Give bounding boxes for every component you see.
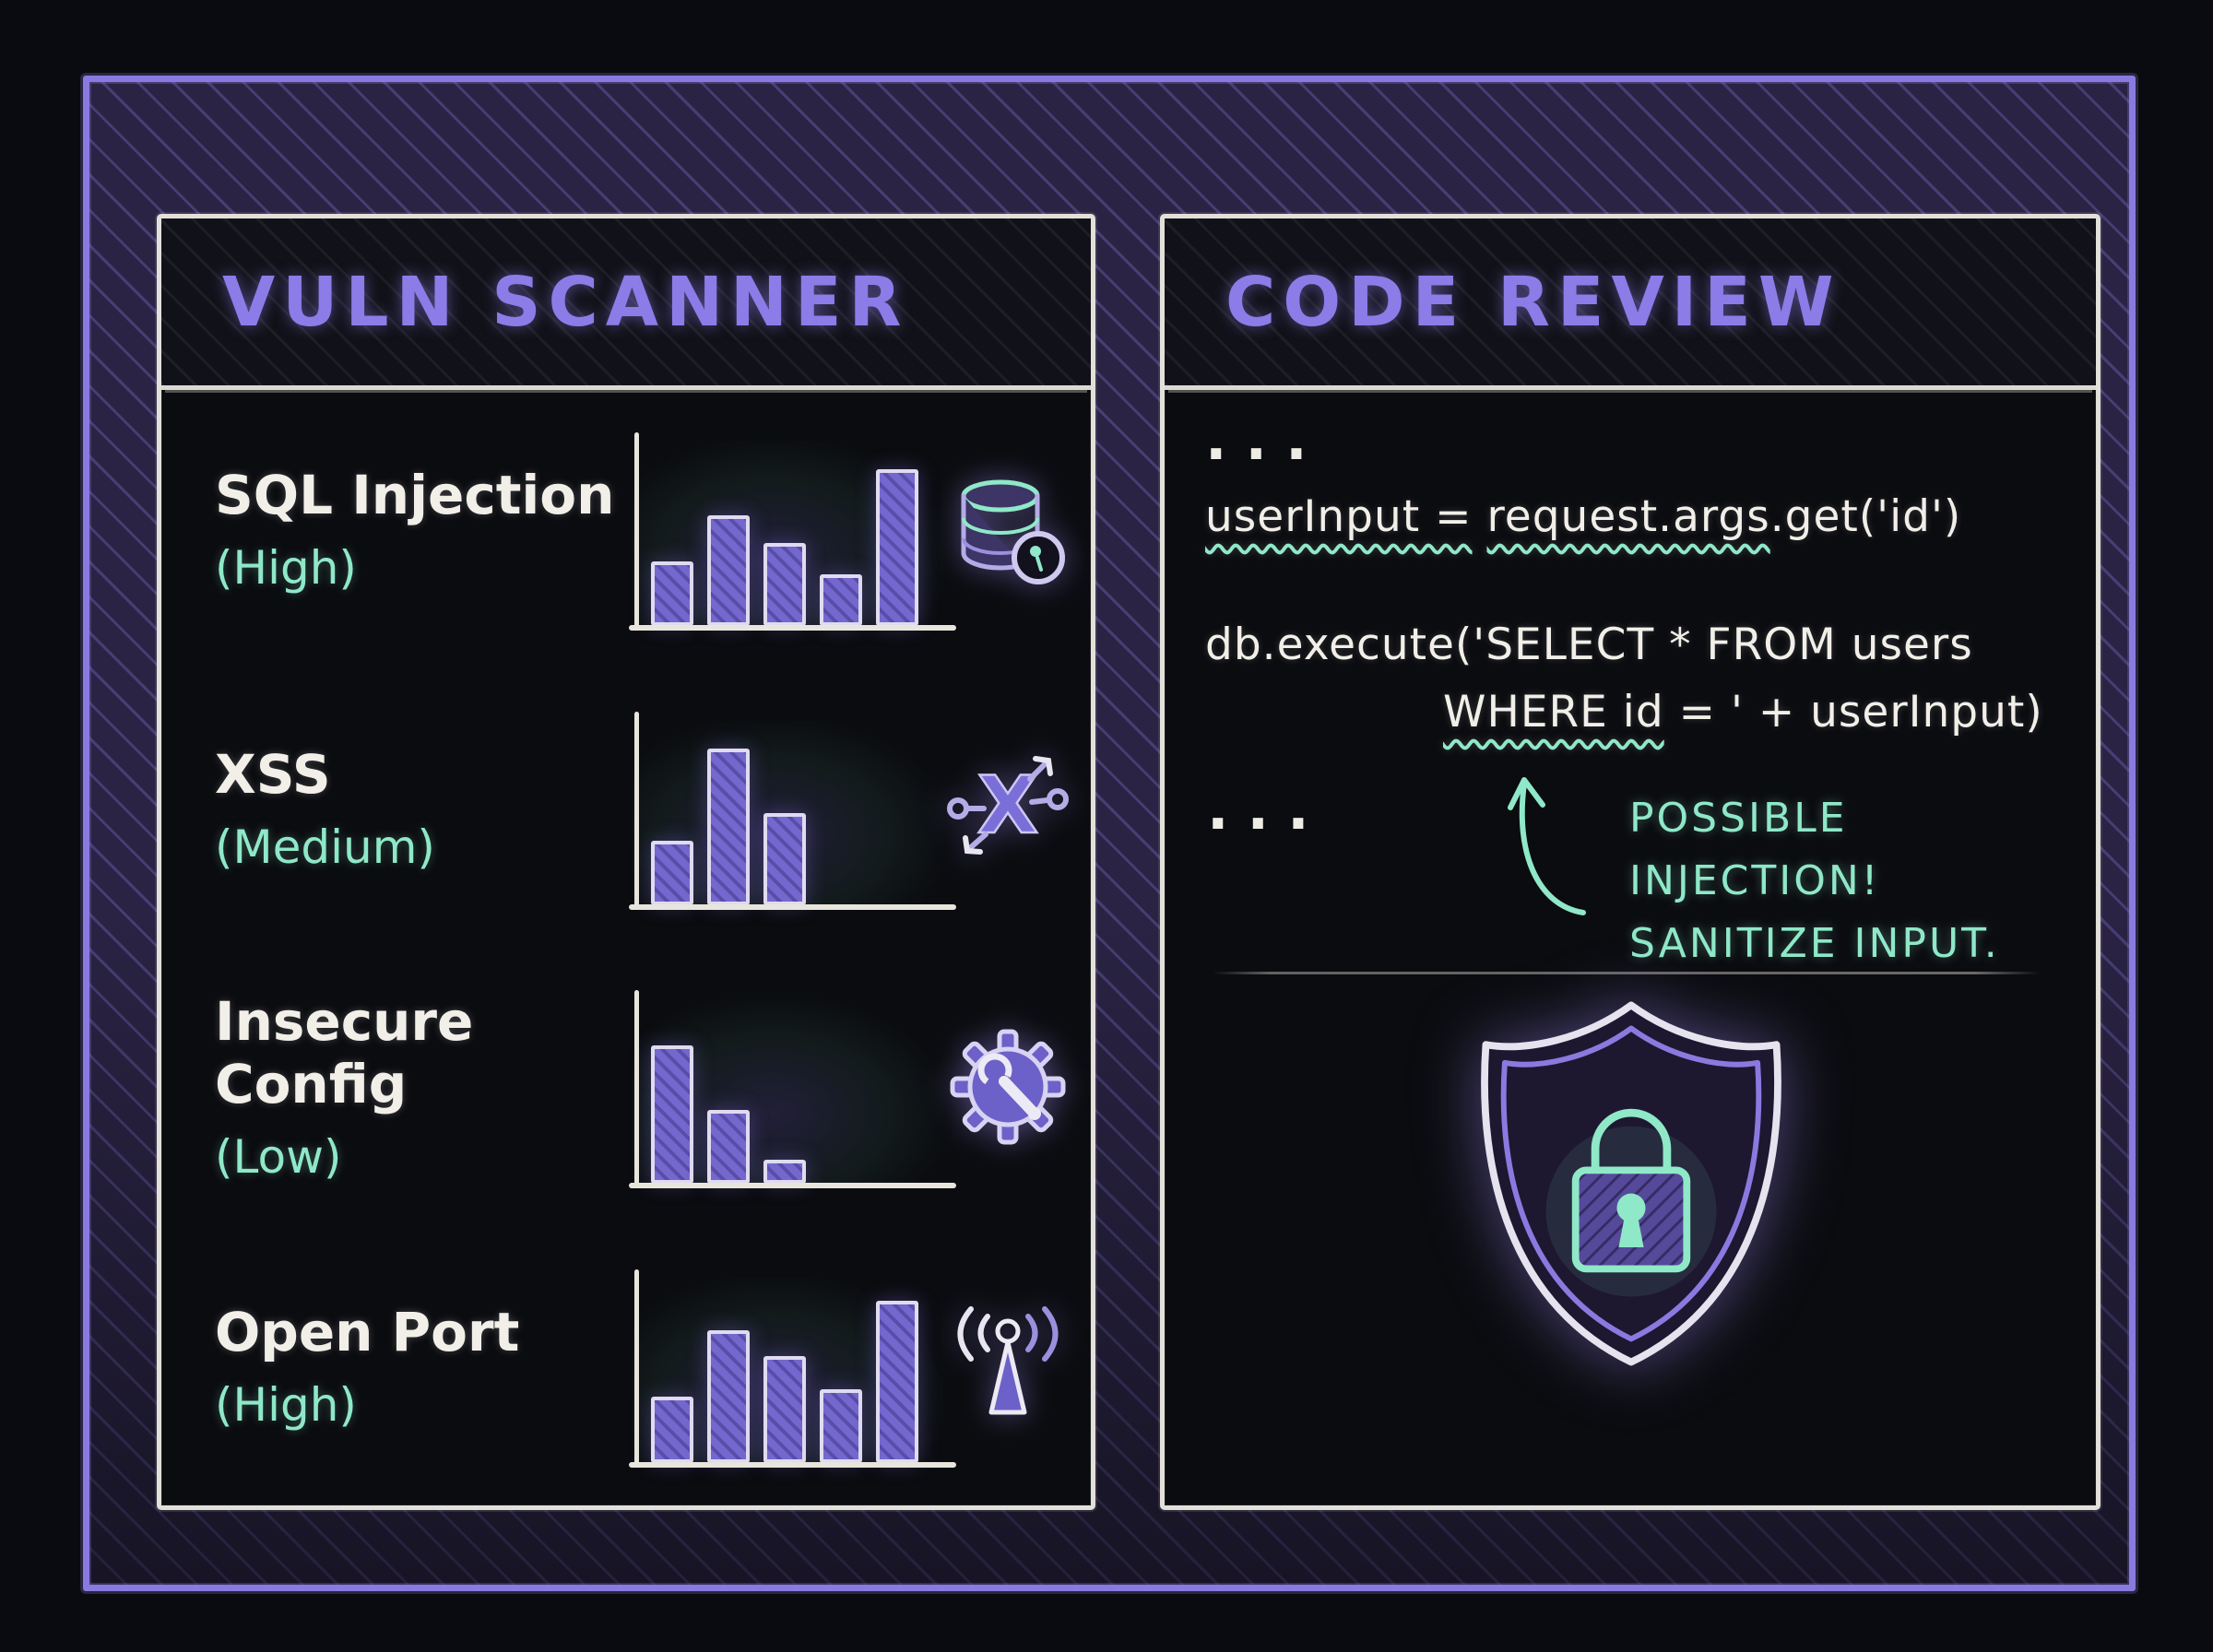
finding-name: XSS [215, 742, 331, 806]
finding-label: SQL Injection (High) [215, 464, 633, 595]
curved-arrow-icon [1508, 777, 1586, 915]
code-review-titlebar: CODE REVIEW [1165, 218, 2096, 390]
chart-bar [707, 1329, 751, 1463]
gear-wrench-icon [950, 1029, 1066, 1145]
chart-bar [707, 515, 751, 627]
severity-bar-chart [629, 990, 956, 1189]
injection-warning-text: POSSIBLE INJECTION! SANITIZE INPUT. [1629, 787, 2057, 976]
finding-icon-cell [943, 1302, 1072, 1431]
code-review-window: CODE REVIEW ... userInput = request.args… [1160, 214, 2101, 1510]
finding-name: Insecure Config [215, 990, 474, 1116]
code-token: = ' + userInput) [1663, 687, 2043, 738]
injection-warning-line1: POSSIBLE INJECTION! [1629, 795, 1881, 905]
code-token: request.args [1486, 491, 1770, 542]
finding-icon-cell [943, 465, 1072, 594]
chart-bar [651, 1396, 694, 1463]
vuln-scanner-content: SQL Injection (High) [161, 390, 1091, 1505]
finding-row-open-port: Open Port (High) [215, 1227, 1072, 1506]
shield-lock-icon [1481, 1001, 1781, 1366]
chart-bar [876, 1300, 919, 1463]
finding-severity: (High) [215, 541, 357, 596]
code-token: WHERE id [1443, 687, 1664, 738]
code-review-content: ... userInput = request.args.get('id') d… [1165, 390, 2096, 1505]
chart-bar [763, 543, 807, 627]
finding-label: Insecure Config (Low) [215, 990, 633, 1184]
finding-name: SQL Injection [215, 464, 615, 527]
finding-severity: (Medium) [215, 820, 435, 874]
injection-callout: ... POSSIBLE INJECTION! SANITIZE INPUT. [1205, 743, 2057, 967]
severity-bar-chart [629, 432, 956, 631]
chart-bar [876, 469, 919, 627]
code-line-db-execute: db.execute('SELECT * FROM users [1205, 620, 1973, 670]
vuln-scanner-titlebar: VULN SCANNER [161, 218, 1091, 390]
finding-row-xss: XSS (Medium) X [215, 669, 1072, 949]
code-review-title: CODE REVIEW [1225, 262, 1841, 342]
severity-bar-chart [629, 711, 956, 910]
code-line-userinput: userInput = request.args.get('id') [1205, 491, 2057, 542]
section-divider [1213, 972, 2041, 974]
finding-row-insecure-config: Insecure Config (Low) [215, 948, 1072, 1227]
code-ellipsis-mid: ... [1207, 775, 1328, 843]
svg-text:X: X [977, 760, 1038, 852]
chart-bar [651, 561, 694, 627]
finding-severity: (High) [215, 1377, 357, 1432]
finding-row-sql-injection: SQL Injection (High) [215, 390, 1072, 669]
code-token: .get('id') [1769, 491, 1962, 542]
finding-label: Open Port (High) [215, 1301, 633, 1432]
code-token: userInput = [1205, 491, 1473, 542]
chart-bar [763, 1160, 807, 1185]
finding-icon-cell: X [943, 744, 1072, 873]
chart-bar [707, 1110, 751, 1185]
code-line-where: WHERE id = ' + userInput) [1205, 687, 2057, 738]
chart-bar [651, 840, 694, 905]
code-ellipsis-top: ... [1205, 406, 1326, 473]
finding-name: Open Port [215, 1300, 520, 1363]
severity-bar-chart [629, 1268, 956, 1468]
antenna-icon [957, 1305, 1059, 1415]
xss-cross-icon: X [947, 755, 1069, 855]
vuln-scanner-title: VULN SCANNER [222, 262, 909, 342]
chart-bar [820, 1388, 863, 1463]
vuln-scanner-window: VULN SCANNER SQL Injection (High) [157, 214, 1095, 1510]
finding-icon-cell [943, 1022, 1072, 1151]
shield-area [1205, 985, 2057, 1380]
finding-label: XSS (Medium) [215, 743, 633, 874]
chart-bar [707, 748, 751, 905]
code-token [1473, 491, 1487, 542]
database-scan-icon [961, 479, 1065, 585]
injection-warning-line2: SANITIZE INPUT. [1629, 920, 2000, 968]
chart-bar [820, 574, 863, 627]
chart-bar [651, 1045, 694, 1185]
chart-bar [763, 1355, 807, 1463]
finding-severity: (Low) [215, 1130, 342, 1185]
chart-bar [763, 812, 807, 905]
